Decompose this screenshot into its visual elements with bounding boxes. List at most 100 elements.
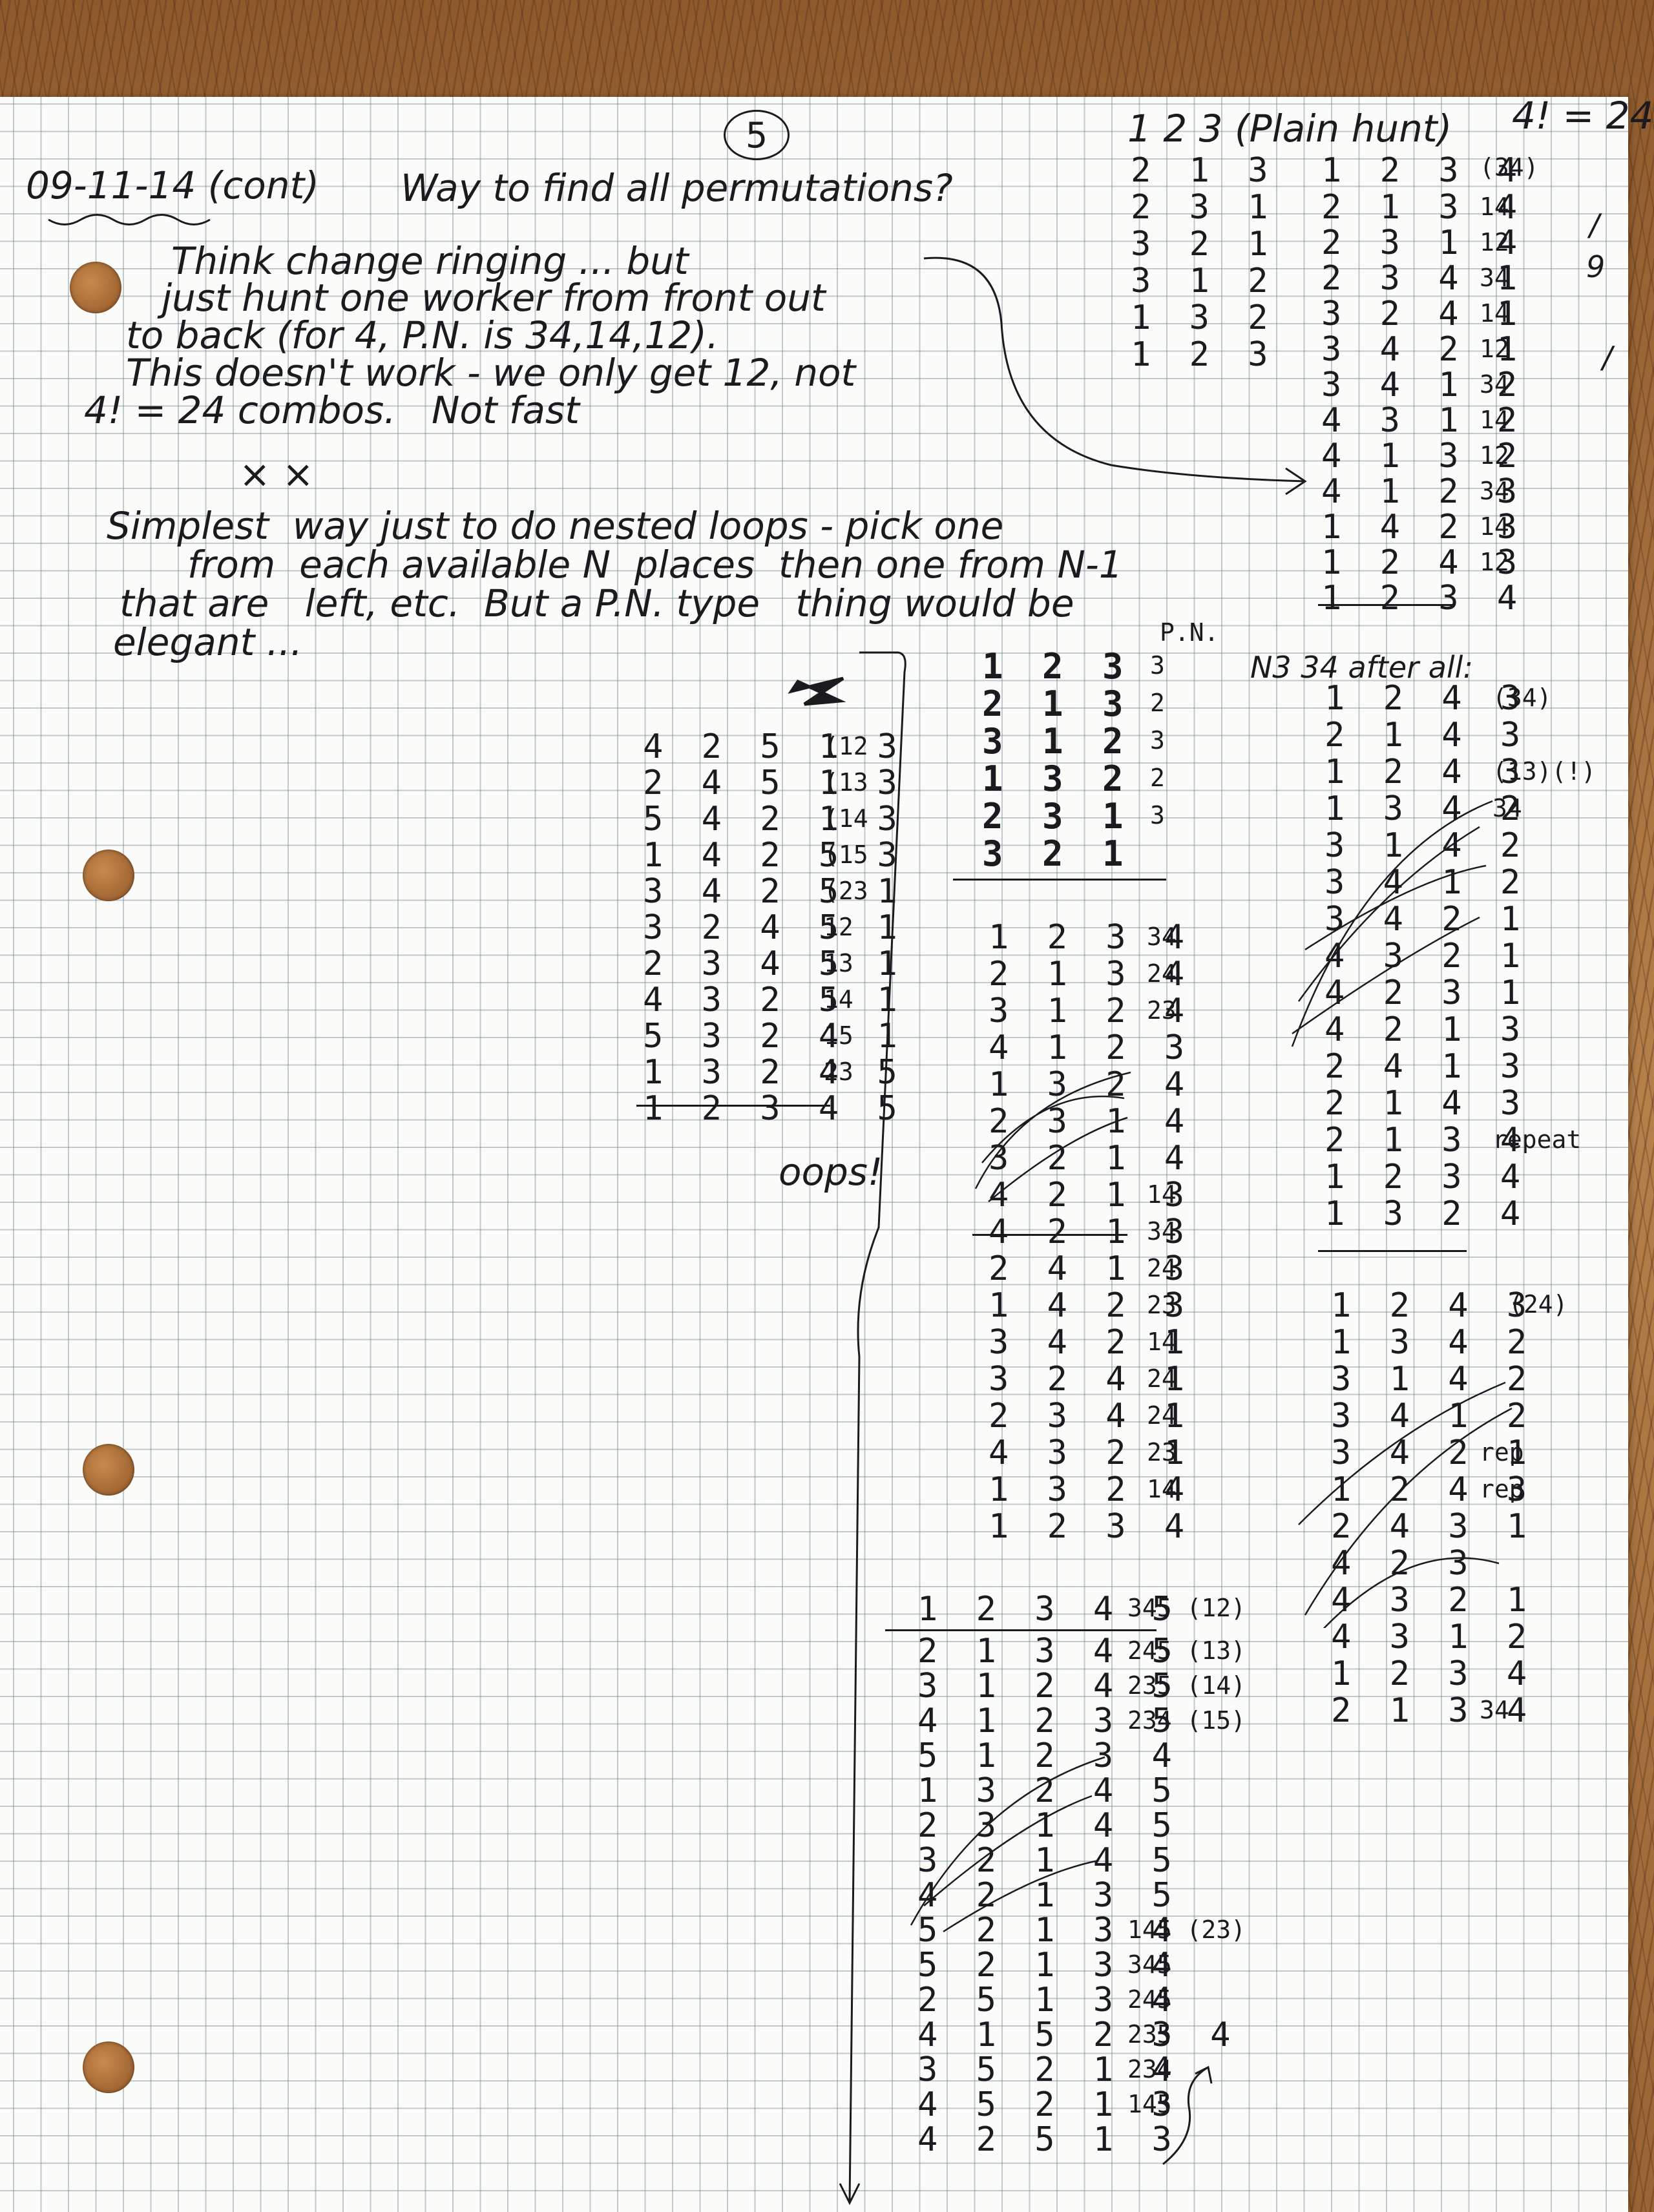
note-simplest-4: elegant ... xyxy=(113,623,302,661)
permutation-row: 2 1 3 xyxy=(1131,154,1277,187)
ruled-line xyxy=(953,879,1166,881)
note-line-5: 4! = 24 combos. Not fast xyxy=(84,391,580,429)
plain-hunt-title: 1 2 3 (Plain hunt) xyxy=(1127,110,1452,147)
permutation-row: 4 3 2 1 xyxy=(1331,1583,1536,1617)
note-line-2: just hunt one worker from front out xyxy=(162,279,826,317)
permutation-row: 2 3 1 xyxy=(982,799,1133,834)
place-notation-label: rep xyxy=(1480,1440,1524,1465)
permutation-row: 1 3 2 4 xyxy=(1324,1197,1529,1231)
place-notation-label: 3 xyxy=(1150,803,1165,828)
permutation-row: 3 1 4 2 xyxy=(1331,1362,1536,1396)
permutation-row: 3 4 1 2 xyxy=(1324,866,1529,899)
place-notation-label: 14 xyxy=(1480,194,1509,219)
permutation-row: 3 2 1 xyxy=(1131,227,1277,261)
permutation-row: 2 3 1 xyxy=(1131,191,1277,224)
binder-hole xyxy=(83,1444,134,1496)
binder-hole xyxy=(83,2041,134,2093)
permutation-row: 3 4 1 2 xyxy=(1331,1399,1536,1433)
permutation-row: 1 2 3 xyxy=(982,649,1133,684)
permutation-row: 1 2 3 4 5 xyxy=(643,1092,906,1125)
permutation-row: 2 4 1 3 xyxy=(1324,1050,1529,1083)
place-notation-label: (13)(!) xyxy=(1492,759,1596,784)
place-notation-label: 23 xyxy=(824,1059,853,1084)
permutation-row: 2 3 1 4 xyxy=(989,1105,1193,1138)
permutation-row: 1 3 4 2 xyxy=(1331,1326,1536,1359)
permutation-row: 3 1 2 xyxy=(982,724,1133,759)
factorial-note: 4! = 24 xyxy=(1512,97,1653,134)
place-notation-label: 34 xyxy=(1147,924,1177,949)
place-notation-label: (15 xyxy=(824,842,868,867)
permutation-row: 4 2 1 3 5 xyxy=(917,1879,1181,1912)
place-notation-label: 12 xyxy=(1480,230,1509,255)
margin-mark: 9 xyxy=(1586,252,1605,282)
permutation-row: 3 2 1 xyxy=(982,837,1133,871)
place-notation-label: 34 xyxy=(1480,372,1509,397)
note-date: 09-11-14 (cont) xyxy=(26,167,319,204)
place-notation-label: 14 xyxy=(1147,1477,1177,1501)
place-notation-label: 14 xyxy=(1147,1182,1177,1207)
margin-mark: / xyxy=(1589,210,1600,240)
permutation-row: 1 2 3 xyxy=(1131,338,1277,371)
place-notation-label: 12 xyxy=(1480,443,1509,468)
place-notation-label: 24 xyxy=(1147,1366,1177,1391)
place-notation-label: 2 xyxy=(1150,766,1165,790)
place-notation-label: 23 xyxy=(1147,998,1177,1023)
permutation-row: 2 1 3 xyxy=(982,687,1133,722)
place-notation-label: 235 (14) xyxy=(1127,1673,1246,1698)
note-line-1: Think change ringing ... but xyxy=(171,242,689,280)
permutation-row: 4 2 1 3 xyxy=(1324,1013,1529,1047)
permutation-row: 2 1 4 3 xyxy=(1324,718,1529,752)
permutation-row: 2 4 3 1 xyxy=(1331,1510,1536,1543)
permutation-row: 1 2 3 4 xyxy=(989,1510,1193,1543)
place-notation-label: 24 xyxy=(1147,1256,1177,1280)
permutation-row: 1 3 2 xyxy=(982,762,1133,797)
place-notation-label: 14 xyxy=(824,987,853,1012)
place-notation-label: (14 xyxy=(824,806,868,831)
permutation-row: 3 4 2 1 xyxy=(1324,903,1529,936)
place-notation-label: 12 xyxy=(1480,550,1509,574)
place-notation-label: 345 xyxy=(1127,1952,1172,1977)
note-simplest-3: that are left, etc. But a P.N. type thin… xyxy=(120,585,1074,622)
permutation-row: 1 2 4 3 xyxy=(1331,1289,1536,1322)
bottom-five-header-pn: 345 (12) xyxy=(1127,1596,1246,1620)
place-notation-label: 3 xyxy=(1150,728,1165,753)
place-notation-label: 34 xyxy=(1480,1698,1509,1722)
place-notation-label: 245 xyxy=(1127,1987,1172,2012)
permutation-row: 3 1 4 2 xyxy=(1324,829,1529,862)
place-notation-label: 24 xyxy=(1147,961,1177,986)
note-line-3: to back (for 4, P.N. is 34,14,12). xyxy=(126,317,718,354)
place-notation-label: 34 xyxy=(1492,796,1522,820)
permutation-row: 4 3 2 1 xyxy=(1324,939,1529,973)
place-notation-label: 34 xyxy=(1147,1219,1177,1244)
permutation-row: 4 2 3 xyxy=(1331,1547,1478,1580)
place-notation-label: (34) xyxy=(1492,685,1552,710)
place-notation-label: 24 xyxy=(1147,1403,1177,1428)
permutation-row: 1 3 2 4 5 xyxy=(643,1056,906,1089)
page-number: 5 xyxy=(724,110,790,160)
margin-mark: / xyxy=(1602,342,1613,372)
ruled-line xyxy=(1318,1250,1467,1252)
place-notation-label: 23 xyxy=(1147,1293,1177,1317)
place-notation-label: 34 xyxy=(1480,266,1509,290)
permutation-row: 4 3 1 2 xyxy=(1331,1620,1536,1654)
place-notation-label: 14 xyxy=(1480,514,1509,539)
permutation-row: 1 3 2 4 5 xyxy=(917,1774,1181,1808)
permutation-row: 4 2 5 1 3 xyxy=(917,2123,1181,2156)
right-block-heading: N3 34 after all: xyxy=(1250,652,1473,682)
oops-note: oops! xyxy=(779,1153,883,1191)
place-notation-label: 14 xyxy=(1480,408,1509,432)
permutation-row: 3 2 1 4 5 xyxy=(917,1844,1181,1877)
permutation-row: 1 2 3 4 xyxy=(1331,1657,1536,1691)
permutation-row: 1 3 2 4 xyxy=(989,1068,1193,1101)
note-simplest-1: Simplest way just to do nested loops - p… xyxy=(107,507,1003,545)
permutation-row: 3 2 4 5 1 xyxy=(643,911,906,944)
binder-hole xyxy=(70,262,121,313)
permutation-row: 4 3 2 5 1 xyxy=(643,983,906,1017)
note-question: Way to find all permutations? xyxy=(401,169,953,207)
place-notation-label: (13 xyxy=(824,770,868,795)
permutation-row: 1 3 2 xyxy=(1131,301,1277,335)
place-notation-label: 14 xyxy=(1147,1330,1177,1354)
place-notation-label: 13 xyxy=(824,951,853,976)
permutation-row: 1 2 3 4 xyxy=(1321,581,1526,615)
note-simplest-2: from each available N places then one fr… xyxy=(187,546,1123,583)
